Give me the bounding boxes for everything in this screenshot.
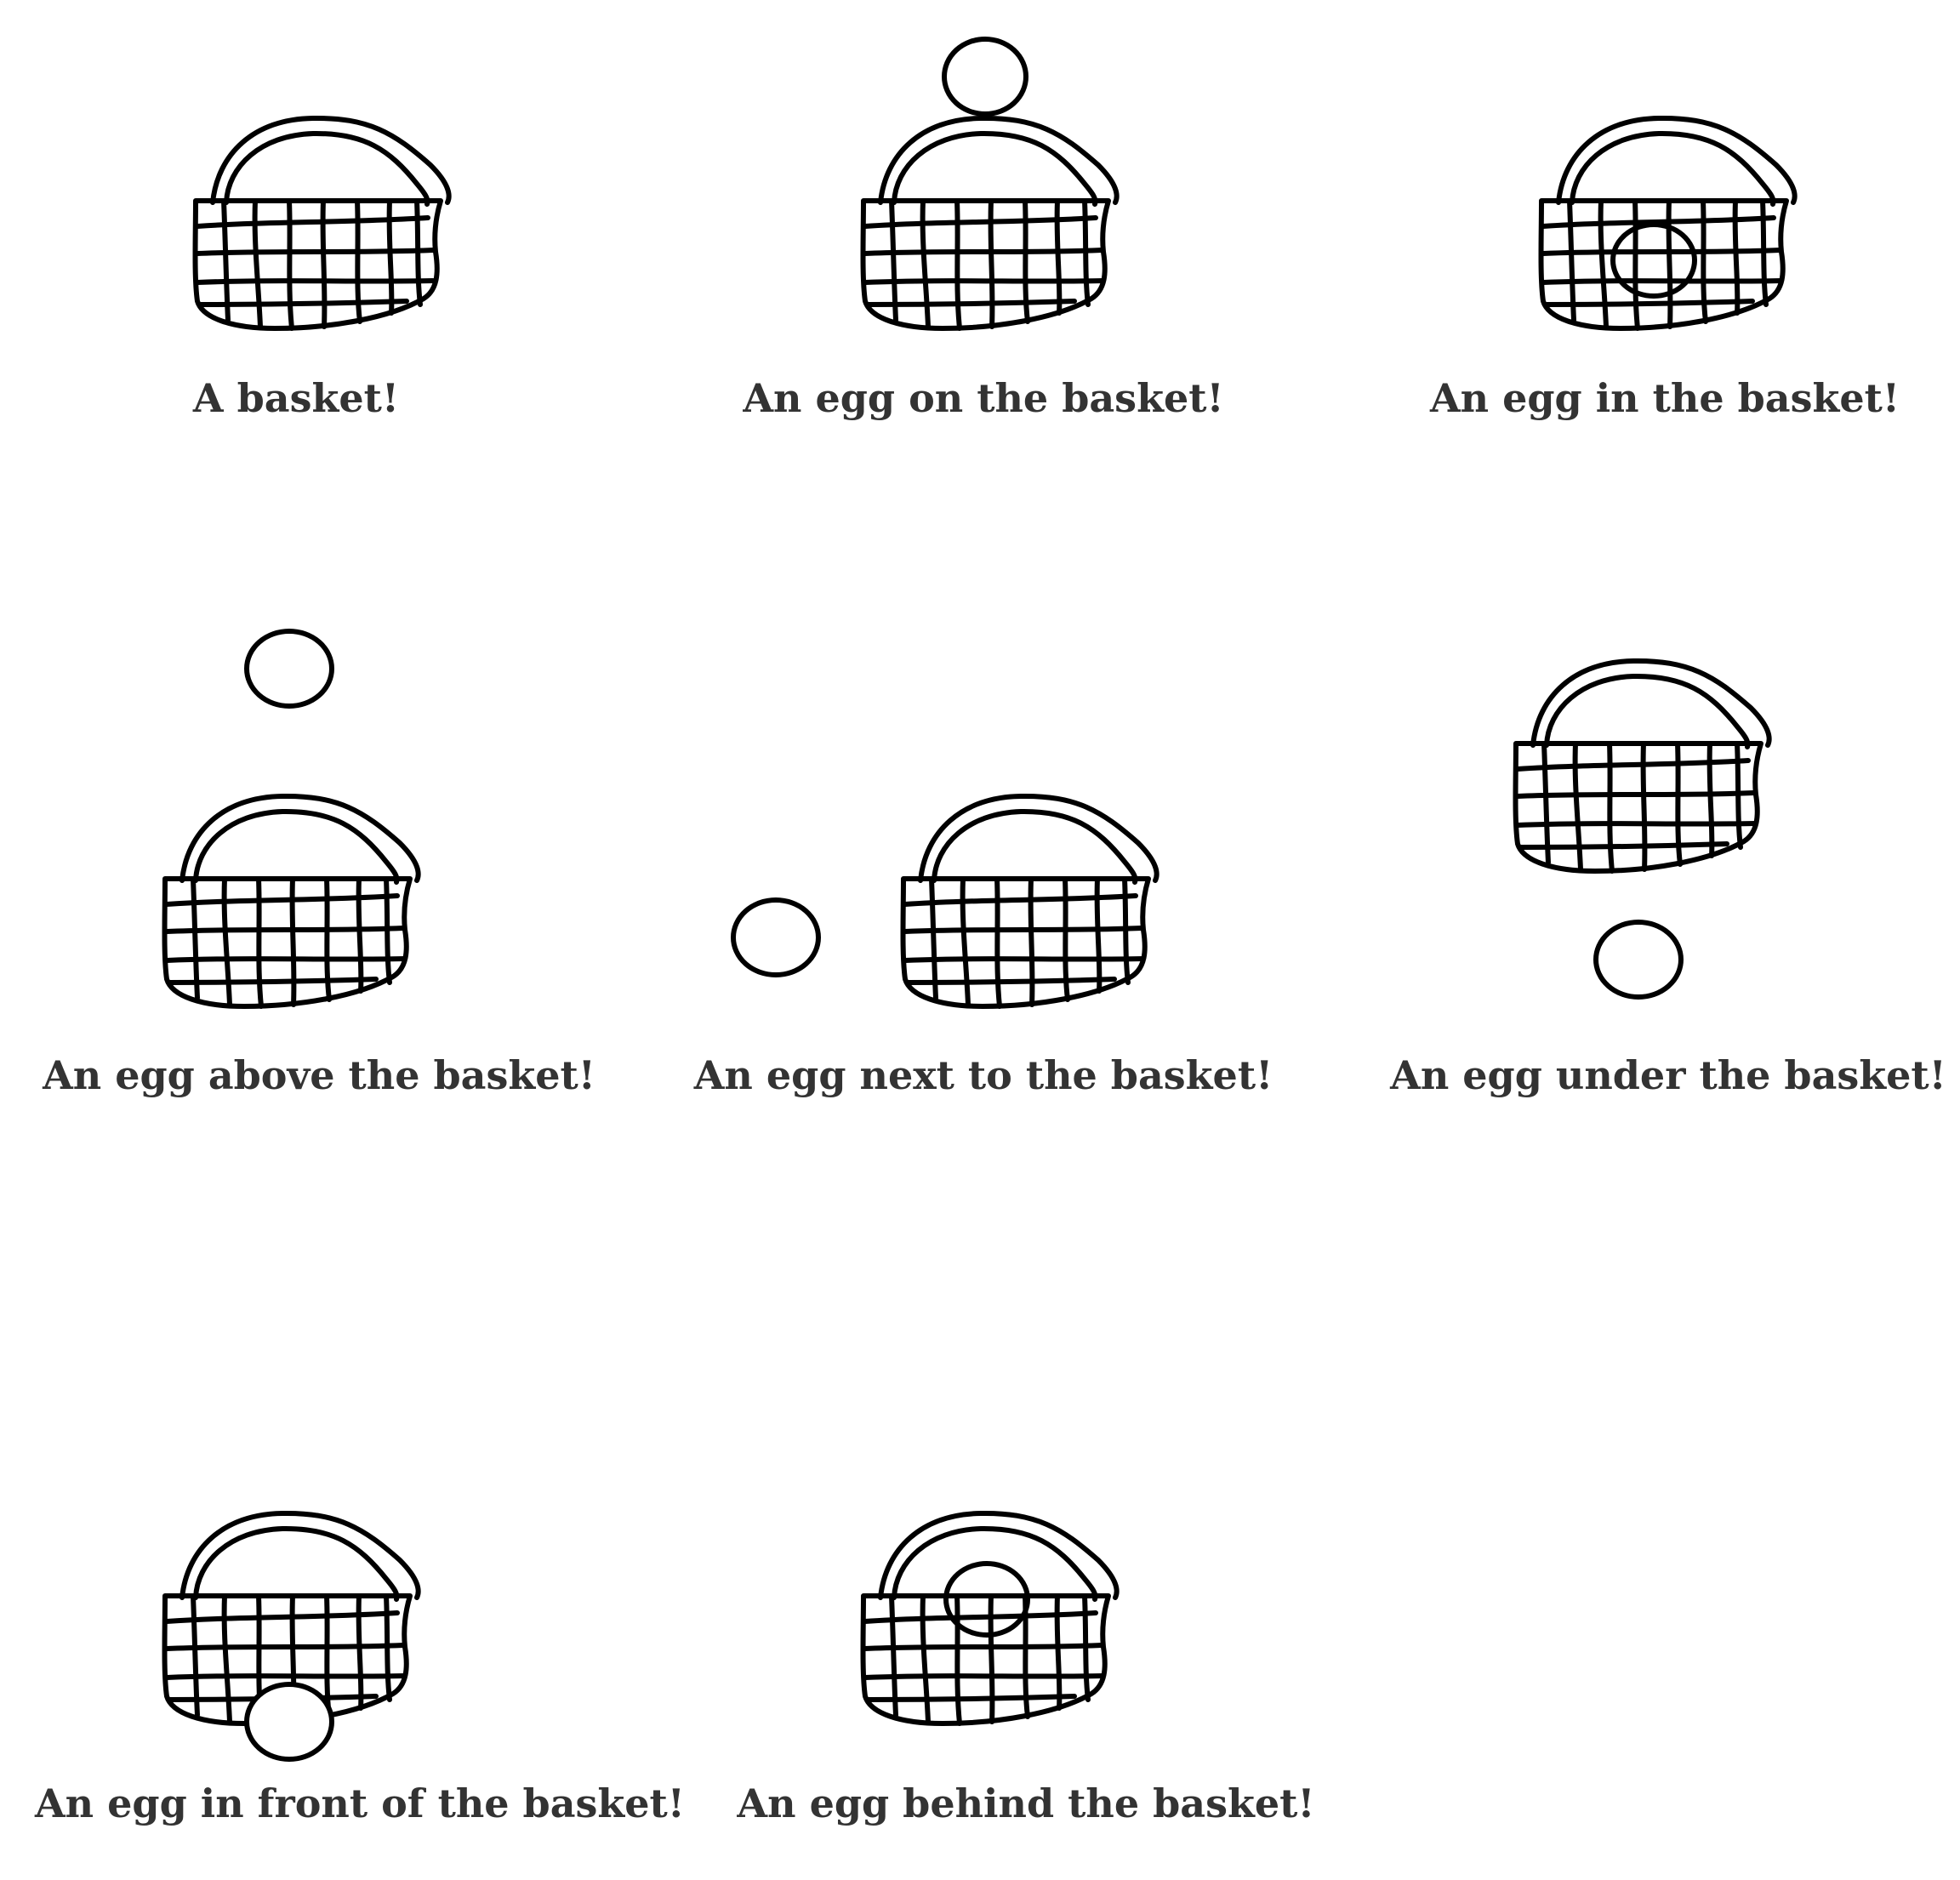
caption-egg-on-basket: An egg on the basket! bbox=[742, 375, 1223, 421]
panel-egg-above-basket: An egg above the basket! bbox=[42, 629, 595, 1098]
egg-icon bbox=[731, 897, 821, 977]
panel-egg-behind-basket: An egg behind the basket! bbox=[736, 1513, 1315, 1826]
basket-icon bbox=[863, 118, 1117, 328]
basket-icon bbox=[903, 796, 1157, 1006]
caption-egg-above-basket: An egg above the basket! bbox=[42, 1052, 595, 1098]
caption-egg-behind-basket: An egg behind the basket! bbox=[736, 1780, 1314, 1826]
panel-egg-in-front-of-basket: An egg in front of the basket! bbox=[34, 1513, 685, 1826]
caption-egg-next-to-basket: An egg next to the basket! bbox=[693, 1052, 1273, 1098]
basket-icon bbox=[863, 1513, 1117, 1723]
panel-a-basket: A basket! bbox=[192, 118, 449, 421]
basket-icon bbox=[196, 118, 449, 328]
caption-egg-in-front-of-basket: An egg in front of the basket! bbox=[34, 1780, 685, 1826]
basket-icon bbox=[165, 796, 419, 1006]
basket-icon bbox=[1541, 118, 1795, 328]
panel-egg-on-basket: An egg on the basket! bbox=[742, 37, 1224, 421]
egg-icon bbox=[244, 629, 334, 709]
caption-egg-under-basket: An egg under the basket! bbox=[1389, 1052, 1946, 1098]
egg-icon bbox=[942, 37, 1028, 117]
panel-egg-next-to-basket: An egg next to the basket! bbox=[693, 796, 1273, 1098]
basket-icon bbox=[1516, 661, 1769, 871]
caption-a-basket: A basket! bbox=[192, 375, 399, 421]
egg-icon bbox=[1610, 222, 1697, 299]
egg-icon bbox=[1593, 920, 1684, 1000]
panel-egg-under-basket: An egg under the basket! bbox=[1389, 661, 1946, 1098]
panel-egg-in-basket: An egg in the basket! bbox=[1429, 118, 1900, 421]
caption-egg-in-basket: An egg in the basket! bbox=[1429, 375, 1900, 421]
egg-icon bbox=[244, 1682, 334, 1762]
